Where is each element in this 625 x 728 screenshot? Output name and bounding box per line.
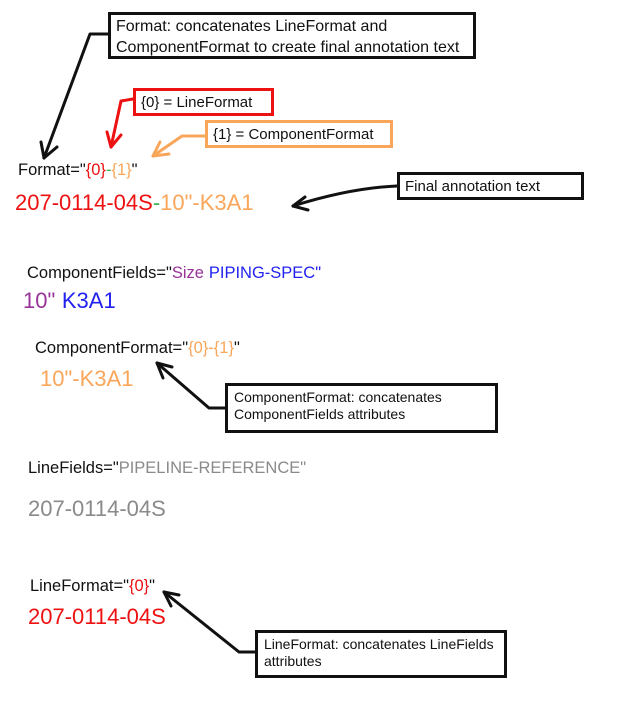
line-fields-line: LineFields="PIPELINE-REFERENCE" — [28, 458, 306, 478]
line-fields-value: PIPELINE-REFERENCE — [118, 459, 301, 477]
final-annotation-box: Final annotation text — [397, 172, 584, 200]
component-format-body: {0}-{1} — [188, 339, 234, 357]
component-fields-field1: Size — [171, 264, 204, 282]
line-fields-label: LineFields=" — [28, 459, 119, 477]
format-note-line2: ComponentFormat to create final annotati… — [116, 39, 460, 56]
line-format-label: LineFormat=" — [30, 577, 129, 595]
line-format-result-line: 207-0114-04S — [28, 604, 166, 629]
format-definition-line: Format="{0}-{1}" — [18, 160, 138, 180]
line-format-line: LineFormat="{0}" — [30, 576, 155, 596]
line-format-note-line1: LineFormat: concatenates LineFields — [264, 636, 494, 652]
format-separator: - — [105, 161, 112, 179]
component-fields-close-quote: " — [315, 264, 322, 282]
component-result-size: 10" — [23, 288, 56, 313]
component-fields-field2: PIPING-SPEC — [208, 264, 316, 282]
format-note-box: Format: concatenates LineFormat and Comp… — [108, 12, 476, 59]
result-separator: - — [152, 190, 161, 215]
result-component-part: 10"-K3A1 — [160, 190, 254, 215]
format-close-quote: " — [131, 161, 138, 179]
component-format-close-quote: " — [233, 339, 240, 357]
line-fields-close-quote: " — [300, 459, 307, 477]
line-format-token-0: {0} — [128, 577, 150, 595]
format-note-arrow — [39, 32, 110, 160]
format-note-line1: Format: concatenates LineFormat and — [116, 18, 388, 35]
component-format-label: ComponentFormat=" — [35, 339, 189, 357]
line-format-note-box: LineFormat: concatenates LineFields attr… — [255, 630, 507, 678]
placeholder0-arrow — [105, 97, 135, 149]
format-result-line: 207-0114-04S-10"-K3A1 — [15, 190, 254, 216]
component-format-note-arrow — [155, 361, 227, 410]
format-token-0: {0} — [85, 161, 106, 179]
component-format-note-line2: ComponentFields attributes — [234, 406, 406, 422]
component-result-spec: K3A1 — [61, 288, 116, 313]
result-line-part: 207-0114-04S — [15, 190, 153, 215]
format-token-1: {1} — [111, 161, 132, 179]
placeholder1-box: {1} = ComponentFormat — [205, 120, 393, 148]
placeholder1-arrow — [151, 134, 207, 158]
line-format-close-quote: " — [149, 577, 156, 595]
line-format-note-arrow — [162, 590, 257, 654]
component-fields-label: ComponentFields=" — [27, 264, 172, 282]
format-label: Format=" — [18, 161, 86, 179]
component-format-line: ComponentFormat="{0}-{1}" — [35, 338, 240, 358]
placeholder0-box: {0} = LineFormat — [133, 88, 274, 116]
component-format-note-line1: ComponentFormat: concatenates — [234, 389, 442, 405]
component-format-note-box: ComponentFormat: concatenates ComponentF… — [225, 383, 498, 433]
line-fields-result-line: 207-0114-04S — [28, 496, 166, 521]
component-fields-result-line: 10"K3A1 — [23, 288, 116, 314]
line-format-note-line2: attributes — [264, 653, 322, 669]
final-annotation-arrow — [291, 184, 399, 212]
component-format-result-line: 10"-K3A1 — [40, 366, 134, 391]
